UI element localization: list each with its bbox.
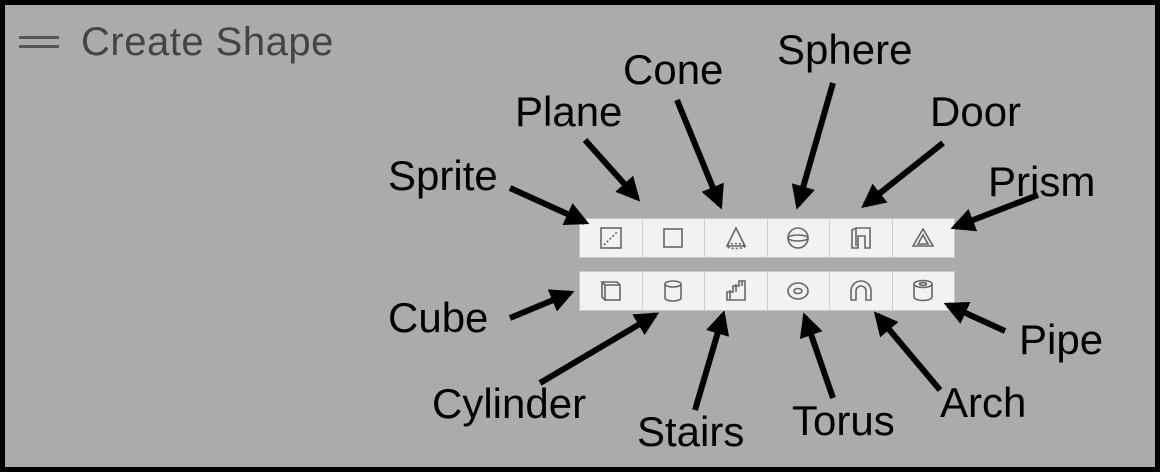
- label-torus: Torus: [792, 397, 895, 444]
- torus-icon: [787, 282, 810, 300]
- cone-button[interactable]: [705, 219, 768, 257]
- shape-toolbar-row-1: [579, 218, 955, 258]
- pipe-icon: [913, 279, 934, 302]
- arch-button[interactable]: [830, 272, 893, 310]
- label-door: Door: [930, 88, 1022, 135]
- label-plane: Plane: [515, 88, 623, 135]
- cone-icon: [725, 226, 747, 250]
- panel-title: Create Shape: [81, 19, 334, 64]
- arrow-stairs: [692, 310, 730, 411]
- label-sphere: Sphere: [777, 26, 913, 73]
- arrow-sprite: [508, 185, 590, 226]
- arrow-arch: [873, 311, 943, 392]
- label-stairs: Stairs: [637, 408, 745, 455]
- arrow-cube: [508, 289, 575, 321]
- cylinder-icon: [664, 280, 683, 302]
- plane-icon: [663, 228, 684, 248]
- prism-button[interactable]: [892, 219, 954, 257]
- hamburger-icon[interactable]: [19, 31, 59, 53]
- panel-header: Create Shape: [19, 17, 334, 67]
- plane-button[interactable]: [642, 219, 705, 257]
- label-cone: Cone: [623, 46, 724, 93]
- sphere-button[interactable]: [767, 219, 830, 257]
- cube-icon: [599, 281, 621, 301]
- callout-arrows: [508, 82, 1040, 411]
- arrow-plane: [582, 137, 641, 202]
- label-prism: Prism: [988, 158, 1096, 205]
- sprite-icon: [599, 227, 622, 249]
- arch-icon: [849, 280, 872, 301]
- door-button[interactable]: [830, 219, 893, 257]
- sprite-button[interactable]: [580, 219, 643, 257]
- arrow-cone: [674, 98, 724, 210]
- stairs-button[interactable]: [705, 272, 768, 310]
- label-cylinder: Cylinder: [432, 380, 587, 427]
- label-cube: Cube: [388, 294, 489, 341]
- label-arch: Arch: [940, 379, 1027, 426]
- prism-icon: [911, 227, 935, 247]
- arrow-torus: [799, 312, 836, 399]
- stairs-icon: [725, 280, 746, 301]
- label-sprite: Sprite: [388, 152, 498, 199]
- door-icon: [850, 227, 871, 249]
- arrow-sphere: [791, 82, 836, 210]
- arrow-prism: [950, 192, 1040, 232]
- label-pipe: Pipe: [1019, 316, 1104, 363]
- arrow-door: [861, 140, 945, 208]
- sphere-icon: [787, 227, 810, 249]
- arrow-cylinder: [538, 312, 660, 386]
- cylinder-button[interactable]: [642, 272, 705, 310]
- cube-button[interactable]: [580, 272, 643, 310]
- torus-button[interactable]: [767, 272, 830, 310]
- arrow-pipe: [943, 302, 1007, 334]
